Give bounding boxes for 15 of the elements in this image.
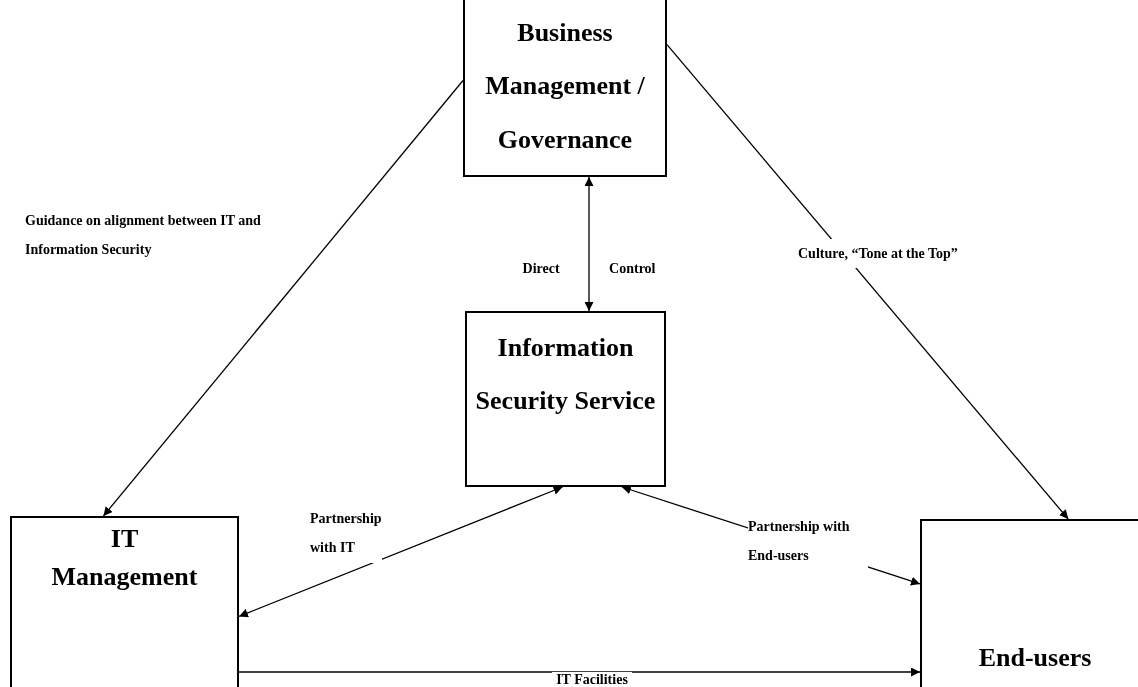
arrow	[666, 43, 1069, 520]
node-label: End-users	[978, 642, 1092, 674]
process-box	[920, 519, 1138, 687]
edge-label: IT Facilities	[552, 672, 632, 687]
process-box	[10, 516, 239, 687]
node-label: Information Security Service	[474, 332, 657, 418]
process-box	[463, 0, 667, 177]
arrow	[584, 176, 594, 312]
process-box	[465, 311, 666, 487]
edge-label: Direct Control	[521, 260, 657, 278]
arrow	[102, 79, 464, 517]
arrow	[238, 486, 564, 618]
node-label: IT Management	[50, 523, 199, 593]
node-label: Business Management / Governance	[484, 17, 646, 156]
arrow	[238, 667, 921, 677]
